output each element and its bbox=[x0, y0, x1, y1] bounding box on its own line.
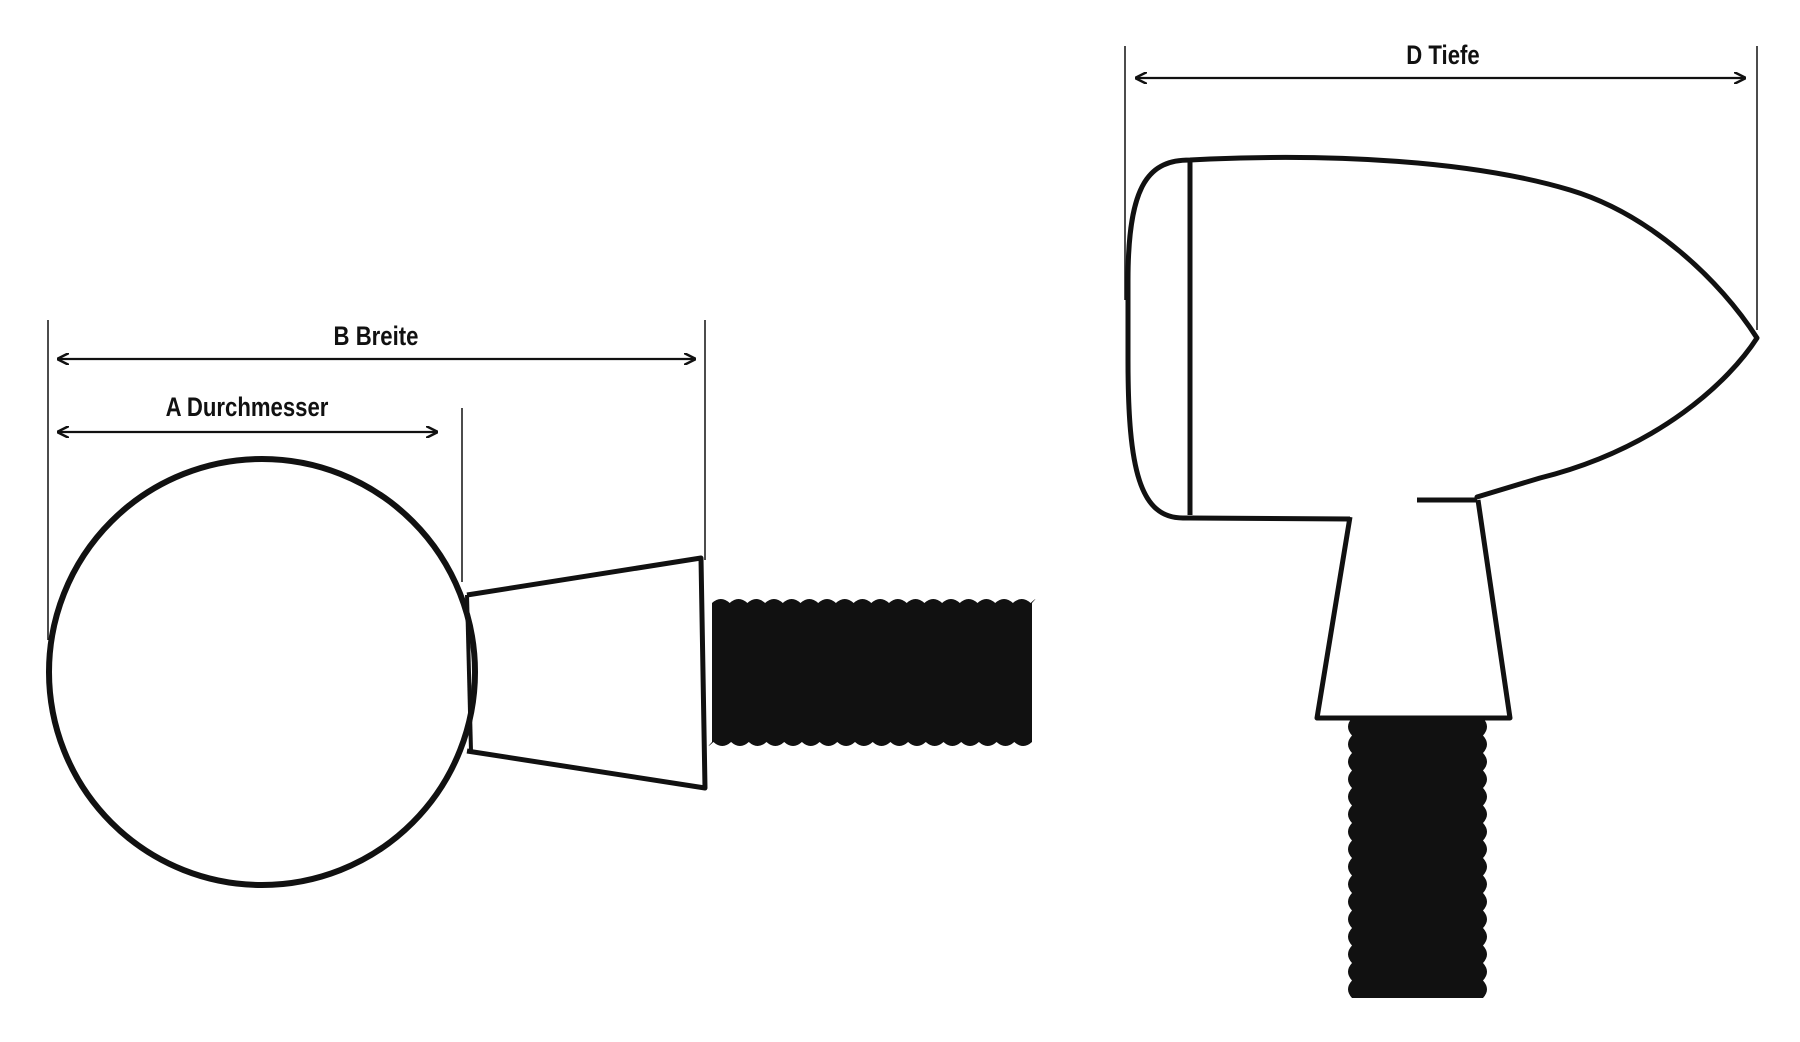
bolt-thread-body bbox=[708, 599, 1036, 746]
threaded-bolt-vertical bbox=[1348, 718, 1487, 998]
dimension-label-depth: D Tiefe bbox=[1406, 40, 1480, 70]
side-view bbox=[1124, 46, 1760, 998]
dimension-label-diameter: A Durchmesser bbox=[165, 392, 329, 422]
lamp-head-circle bbox=[46, 456, 478, 888]
mount-stem bbox=[1314, 499, 1513, 721]
dimension-label-width: B Breite bbox=[333, 321, 419, 351]
front-view bbox=[46, 320, 1036, 888]
housing-bottom-left bbox=[1189, 515, 1351, 522]
lamp-housing-side bbox=[1125, 154, 1760, 521]
threaded-bolt-horizontal bbox=[708, 599, 1036, 746]
mount-cone bbox=[466, 555, 708, 791]
bolt-thread-body bbox=[1348, 718, 1487, 998]
cone-joint-line bbox=[465, 594, 473, 752]
